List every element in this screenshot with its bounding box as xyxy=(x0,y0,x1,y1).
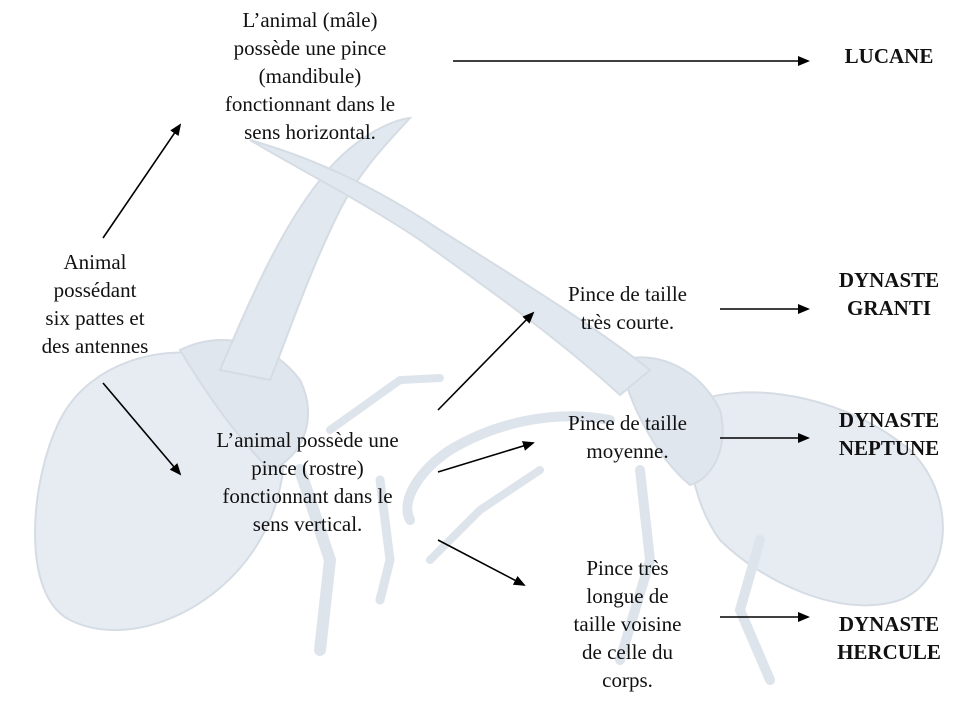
result-dynaste-granti: DYNASTE GRANTI xyxy=(820,266,958,322)
node-vertical-pincer: L’animal possède une pince (rostre) fonc… xyxy=(180,426,435,538)
node-text-line: longue de xyxy=(540,582,715,610)
node-text-line: sens vertical. xyxy=(180,510,435,538)
result-text-line: DYNASTE xyxy=(820,406,958,434)
arrow-vertical-to-medium xyxy=(438,443,533,472)
arrow-root-to-vertical xyxy=(103,383,180,474)
node-text-line: corps. xyxy=(540,666,715,694)
node-text-line: pince (rostre) xyxy=(180,454,435,482)
node-short-pincer: Pince de taille très courte. xyxy=(540,280,715,336)
node-text-line: Pince très xyxy=(540,554,715,582)
node-text-line: sens horizontal. xyxy=(190,118,430,146)
node-text-line: possédant xyxy=(5,276,185,304)
arrow-vertical-to-short xyxy=(438,313,533,410)
result-text-line: DYNASTE xyxy=(820,266,958,294)
node-text-line: taille voisine xyxy=(540,610,715,638)
node-text-line: L’animal possède une xyxy=(180,426,435,454)
node-text-line: (mandibule) xyxy=(190,62,430,90)
node-text-line: Pince de taille xyxy=(540,280,715,308)
result-text-line: DYNASTE xyxy=(820,610,958,638)
node-text-line: Animal xyxy=(5,248,185,276)
result-text-line: HERCULE xyxy=(820,638,958,666)
result-text-line: GRANTI xyxy=(820,294,958,322)
node-root: Animal possédant six pattes et des anten… xyxy=(5,248,185,360)
arrow-root-to-horizontal xyxy=(103,125,180,238)
node-text-line: fonctionnant dans le xyxy=(180,482,435,510)
result-lucane: LUCANE xyxy=(820,42,958,70)
result-dynaste-neptune: DYNASTE NEPTUNE xyxy=(820,406,958,462)
node-text-line: de celle du xyxy=(540,638,715,666)
node-text-line: possède une pince xyxy=(190,34,430,62)
node-text-line: Pince de taille xyxy=(540,409,715,437)
node-text-line: L’animal (mâle) xyxy=(190,6,430,34)
result-text-line: NEPTUNE xyxy=(820,434,958,462)
node-text-line: des antennes xyxy=(5,332,185,360)
arrow-vertical-to-long xyxy=(438,540,524,585)
node-text-line: six pattes et xyxy=(5,304,185,332)
node-text-line: fonctionnant dans le xyxy=(190,90,430,118)
node-text-line: très courte. xyxy=(540,308,715,336)
node-long-pincer: Pince très longue de taille voisine de c… xyxy=(540,554,715,694)
node-text-line: moyenne. xyxy=(540,437,715,465)
result-dynaste-hercule: DYNASTE HERCULE xyxy=(820,610,958,666)
node-medium-pincer: Pince de taille moyenne. xyxy=(540,409,715,465)
node-horizontal-pincer: L’animal (mâle) possède une pince (mandi… xyxy=(190,6,430,146)
result-text-line: LUCANE xyxy=(820,42,958,70)
